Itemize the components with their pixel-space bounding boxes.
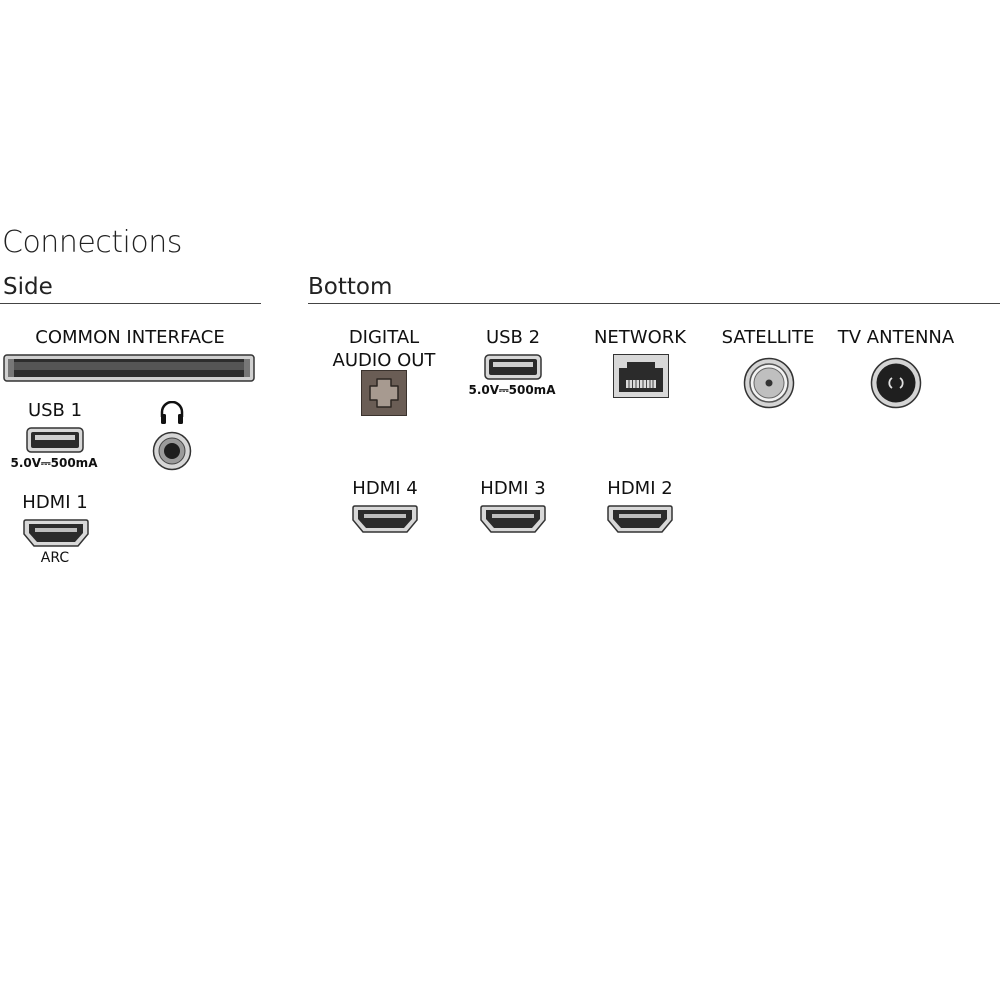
digital-audio-out-label-line2: AUDIO OUT [332,350,436,371]
hdmi2-label: HDMI 2 [607,478,673,499]
hdmi4-label: HDMI 4 [352,478,418,499]
satellite-port-icon [743,357,795,409]
usb2-spec: 5.0V⎓500mA [468,383,556,397]
usb1-port-icon [26,427,84,453]
hdmi1-arc-note: ARC [40,550,70,566]
hdmi1-port-icon [23,518,89,548]
hdmi2-port-icon [607,504,673,534]
optical-port-icon [361,370,407,416]
network-label: NETWORK [593,327,687,348]
tv-antenna-port-icon [870,357,922,409]
usb1-label: USB 1 [27,400,83,421]
bottom-divider [308,303,1000,304]
hdmi3-port-icon [480,504,546,534]
headphones-icon [159,401,185,425]
satellite-label: SATELLITE [721,327,815,348]
tv-antenna-label: TV ANTENNA [837,327,955,348]
usb1-spec: 5.0V⎓500mA [10,456,98,470]
digital-audio-out-label-line1: DIGITAL [348,327,420,348]
section-side-heading: Side [3,274,53,300]
common-interface-label: COMMON INTERFACE [35,327,225,348]
hdmi4-port-icon [352,504,418,534]
page-title: Connections [2,225,182,260]
common-interface-slot-icon [3,354,255,382]
side-divider [0,303,261,304]
hdmi1-label: HDMI 1 [22,492,88,513]
usb2-label: USB 2 [485,327,541,348]
usb2-port-icon [484,354,542,380]
digital-audio-out-label: DIGITAL AUDIO OUT [318,326,450,372]
ethernet-port-icon [613,354,669,398]
hdmi3-label: HDMI 3 [480,478,546,499]
section-bottom-heading: Bottom [308,274,393,300]
headphone-jack-icon [152,431,192,471]
